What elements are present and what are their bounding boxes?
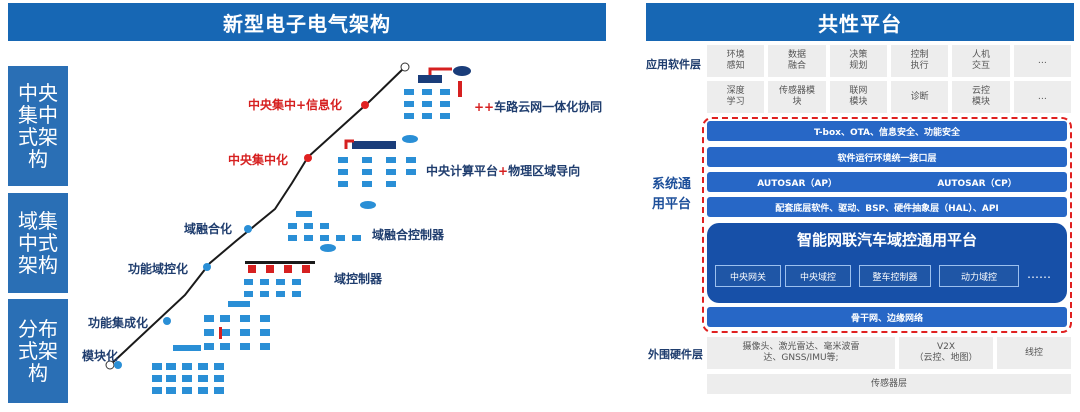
- topology-module: [152, 345, 224, 394]
- app-cell-more-2: …: [1012, 80, 1072, 114]
- peripheral-v2x: V2X （云控、地图）: [898, 336, 994, 370]
- desc-plus: +: [498, 164, 509, 178]
- app-cell-cloud-module: 云控 模块: [951, 80, 1011, 114]
- system-platform-label: 系统通 用平台: [652, 177, 692, 212]
- app-cell-control: 控制 执行: [889, 44, 950, 78]
- peripheral-sensors: 摄像头、激光雷达、毫米波雷 达、GNSS/IMU等;: [706, 336, 896, 370]
- path-end-dot: [400, 62, 410, 72]
- left-panel-title: 新型电子电气架构: [8, 3, 606, 41]
- arch-label-central: 中央 集中 式架 构: [8, 66, 68, 186]
- stage-label-central: 中央集中化: [228, 153, 289, 167]
- bar-autosar: AUTOSAR（AP） AUTOSAR（CP）: [707, 172, 1067, 192]
- arch-label-distributed: 分布 式架 构: [8, 299, 68, 403]
- module-central-gateway: 中央网关: [715, 265, 781, 287]
- stage-label-fusion: 域融合化: [184, 222, 233, 236]
- topology-fusion: [288, 201, 376, 241]
- module-central-domain: 中央域控: [785, 265, 851, 287]
- peripheral-layer: 摄像头、激光雷达、毫米波雷 达、GNSS/IMU等; V2X （云控、地图） 线…: [706, 336, 1072, 370]
- arch-label-domain: 域集 中式 架构: [8, 193, 68, 293]
- stage-label-domain-control: 功能域控化: [128, 262, 189, 276]
- bar-runtime-interface: 软件运行环境统一接口层: [707, 147, 1067, 167]
- desc-central-compute-a: 中央计算平台: [426, 164, 499, 178]
- desc-vehicle-road-cloud-text: 车路云网一体化协同: [494, 100, 603, 114]
- evolution-path: [109, 66, 406, 366]
- stage-dot-module: [114, 361, 122, 369]
- desc-vehicle-road-cloud: ++车路云网一体化协同: [474, 98, 602, 115]
- app-cell-diagnosis: 诊断: [889, 80, 950, 114]
- core-platform-title: 智能网联汽车域控通用平台: [796, 231, 977, 249]
- module-vehicle-controller: 整车控制器: [859, 265, 931, 287]
- desc-central-compute-b: 物理区域导向: [508, 164, 581, 178]
- stage-label-integration: 功能集成化: [88, 316, 149, 330]
- stage-label-central-info: 中央集中+信息化: [248, 98, 343, 112]
- core-platform: 智能网联汽车域控通用平台 中央网关 中央域控 整车控制器 动力域控 ……: [707, 223, 1067, 303]
- stage-dot-fusion: [244, 225, 252, 233]
- desc-domain-controller: 域控制器: [334, 272, 383, 286]
- topology-domain-control: [244, 244, 336, 297]
- peripheral-layer-label: 外围硬件层: [648, 348, 703, 361]
- bar-low-level-software: 配套底层软件、驱动、BSP、硬件抽象层（HAL）、API: [707, 197, 1067, 217]
- stage-dot-central: [304, 154, 312, 162]
- app-cell-planning: 决策 规划: [828, 44, 888, 78]
- app-cell-perception: 环境 感知: [706, 44, 766, 78]
- system-platform-box: [702, 117, 1072, 333]
- bar-tbox-ota: T-box、OTA、信息安全、功能安全: [707, 121, 1067, 141]
- app-cell-network-module: 联网 模块: [828, 80, 888, 114]
- autosar-ap: AUTOSAR（AP）: [757, 178, 837, 189]
- app-cell-fusion: 数据 融合: [767, 44, 827, 78]
- bottom-sensor-layer: 传感器层: [706, 373, 1072, 395]
- app-cell-more-1: …: [1012, 44, 1072, 78]
- topology-central-info: [404, 66, 471, 119]
- app-cell-deep-learning: 深度 学习: [706, 80, 766, 114]
- module-more: ……: [1027, 267, 1051, 281]
- topology-integration: [204, 301, 270, 350]
- bar-network: 骨干网、边缘网络: [707, 307, 1067, 327]
- app-layer-label: 应用软件层: [646, 58, 701, 71]
- desc-plus-plus: ++: [474, 100, 495, 114]
- stage-label-module: 模块化: [82, 349, 119, 363]
- app-cell-hmi: 人机 交互: [951, 44, 1011, 78]
- stage-dot-central-info: [361, 101, 369, 109]
- app-cell-sensor-module: 传感器模 块: [767, 80, 827, 114]
- topology-central: [338, 135, 418, 187]
- desc-fusion-controller: 域融合控制器: [372, 228, 445, 242]
- stage-dot-integration: [163, 317, 171, 325]
- peripheral-by-wire: 线控: [996, 336, 1072, 370]
- desc-central-compute: 中央计算平台+物理区域导向: [426, 162, 580, 179]
- module-powertrain-domain: 动力域控: [939, 265, 1019, 287]
- app-layer: 环境 感知 数据 融合 决策 规划 控制 执行 人机 交互 … 深度 学习 传感…: [706, 44, 1072, 114]
- autosar-cp: AUTOSAR（CP）: [937, 178, 1017, 189]
- right-panel-title: 共性平台: [646, 3, 1074, 41]
- stage-dot-domain-control: [203, 263, 211, 271]
- evolution-diagram: [105, 62, 471, 394]
